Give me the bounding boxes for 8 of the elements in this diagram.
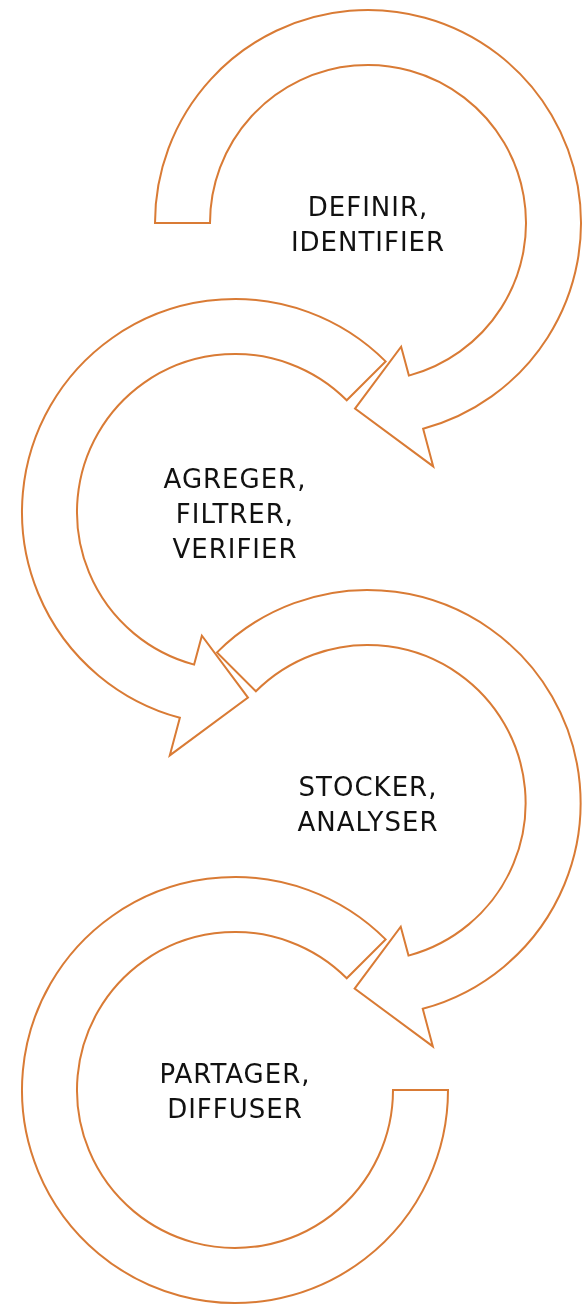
step-label: PARTAGER, DIFFUSER [158, 1058, 312, 1126]
curved-arrow-shape [216, 589, 582, 1048]
curved-arrow-shape [154, 9, 582, 468]
step-label: STOCKER, ANALYSER [296, 771, 440, 839]
step-label: AGREGER, FILTRER, VERIFIER [162, 462, 308, 566]
curved-arrow-shape [21, 298, 387, 757]
curved-arrow-shape [21, 876, 449, 1304]
step-label: DEFINIR, IDENTIFIER [289, 191, 447, 259]
